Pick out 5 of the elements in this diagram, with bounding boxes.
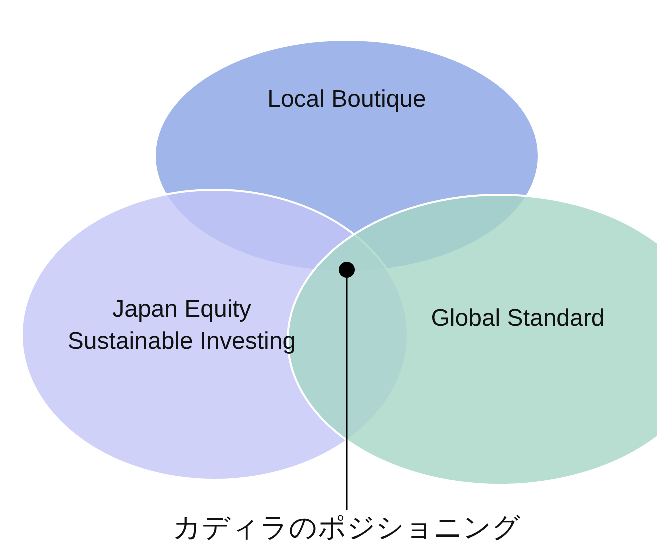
leader-line [346,278,348,510]
circle-label: Japan Equity Sustainable Investing [66,295,298,357]
caption-label: カディラのポジショニング [172,511,522,545]
circle-label: Global Standard [430,304,606,334]
circle-label: Local Boutique [266,85,428,115]
